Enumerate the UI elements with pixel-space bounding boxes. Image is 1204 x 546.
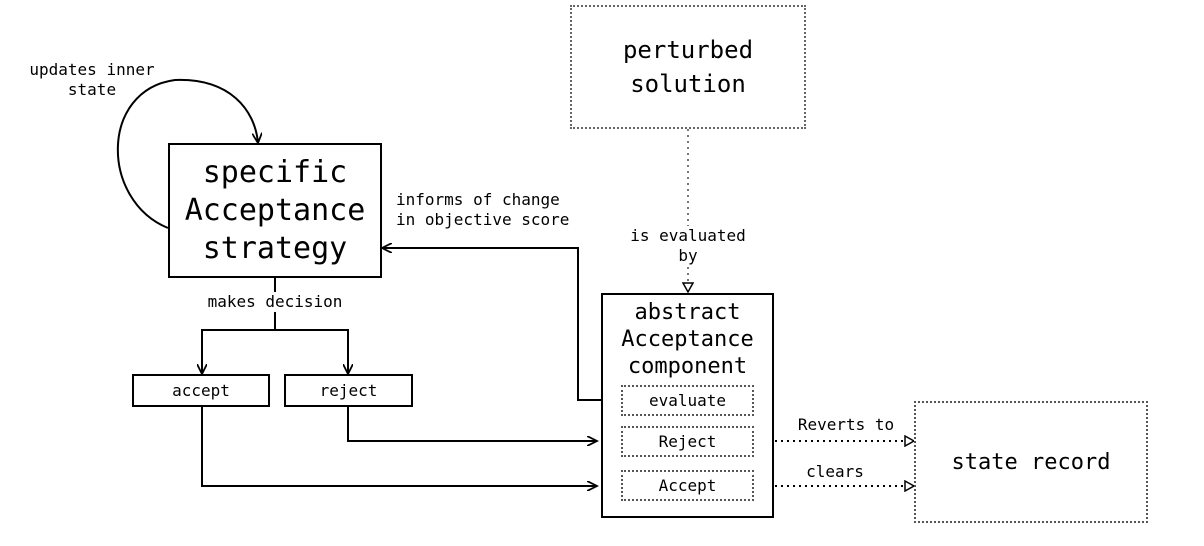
- specific-strategy-label: specific Acceptance strategy: [184, 154, 366, 266]
- accept-decision-label: accept: [172, 381, 230, 400]
- reject-decision-node: reject: [284, 374, 413, 407]
- abstract-component-label: abstract Acceptance component: [621, 300, 754, 379]
- is-evaluated-by-label: is evaluated by: [618, 226, 758, 266]
- clears-label: clears: [806, 462, 864, 481]
- self-loop-arrow: [116, 78, 258, 229]
- updates-inner-state-label: updates inner state: [29, 60, 155, 99]
- state-record-label: state record: [951, 449, 1111, 475]
- evaluate-label: evaluate: [648, 391, 727, 410]
- perturbed-solution-label: perturbed solution: [622, 36, 754, 98]
- reject-flow-arrow: [347, 407, 597, 441]
- informs-change-label: informs of change in objective score: [396, 190, 592, 230]
- state-record-node: state record: [914, 401, 1148, 523]
- reject-method: Reject: [621, 426, 754, 457]
- reject-method-label: Reject: [658, 432, 717, 451]
- makes-decision-label: makes decision: [195, 292, 355, 312]
- accept-method: Accept: [621, 470, 754, 501]
- reject-decision-label: reject: [319, 381, 378, 400]
- accept-method-label: Accept: [658, 476, 717, 495]
- decision-branch: [201, 329, 349, 374]
- accept-decision-node: accept: [132, 374, 270, 407]
- accept-flow-arrow: [201, 407, 597, 486]
- perturbed-solution-node: perturbed solution: [570, 5, 806, 129]
- specific-strategy-node: specific Acceptance strategy: [168, 143, 382, 278]
- evaluate-method: evaluate: [621, 385, 754, 416]
- informs-arrow: [382, 248, 621, 401]
- reverts-to-label: Reverts to: [797, 415, 895, 434]
